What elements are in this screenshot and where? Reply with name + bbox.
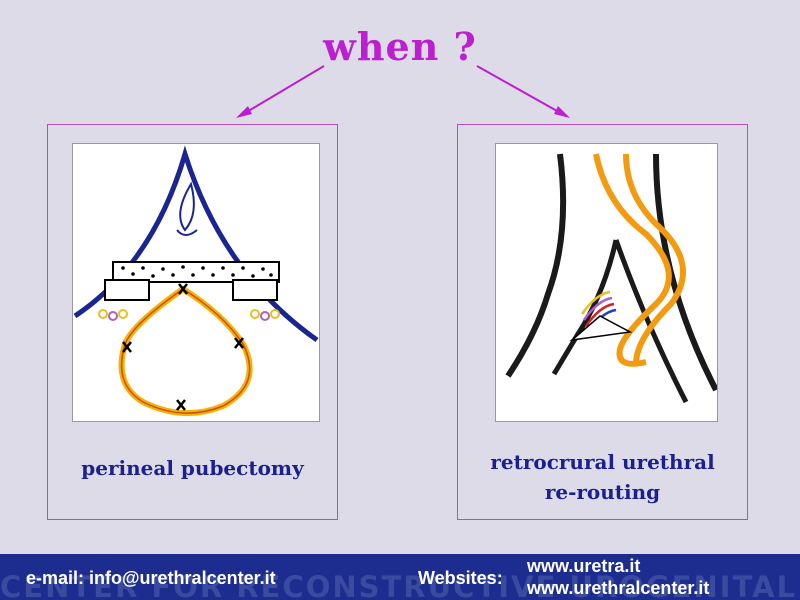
rerouting-illustration <box>495 143 719 422</box>
arrows <box>236 65 570 118</box>
caption-line-2: re-routing <box>544 480 661 504</box>
footer-website-link-1[interactable]: www.uretra.it <box>527 556 641 576</box>
footer-websites-label: Websites: <box>418 568 503 588</box>
left-arrow-head <box>236 106 252 118</box>
caption-line-1: perineal pubectomy <box>81 456 304 480</box>
panel-perineal-pubectomy: perineal pubectomy <box>47 124 338 520</box>
panel-retrocrural-rerouting: retrocrural urethral re-routing <box>457 124 748 520</box>
left-arrow <box>239 65 325 117</box>
slide-title: when ? <box>323 24 477 69</box>
right-arrow-head <box>554 106 570 118</box>
right-arrow <box>476 65 567 117</box>
pubectomy-illustration <box>72 143 320 422</box>
footer-watermark: CENTER FOR RECONSTRUCTIVE UROGENITAL SUR… <box>0 570 800 600</box>
footer-website-link-2[interactable]: www.urethralcenter.it <box>527 578 710 598</box>
caption-perineal-pubectomy: perineal pubectomy <box>48 453 337 483</box>
caption-line-1: retrocrural urethral <box>490 450 715 474</box>
caption-retrocrural-rerouting: retrocrural urethral re-routing <box>458 447 747 507</box>
footer-bar: CENTER FOR RECONSTRUCTIVE UROGENITAL SUR… <box>0 554 800 600</box>
footer-email[interactable]: e-mail: info@urethralcenter.it <box>26 568 276 588</box>
